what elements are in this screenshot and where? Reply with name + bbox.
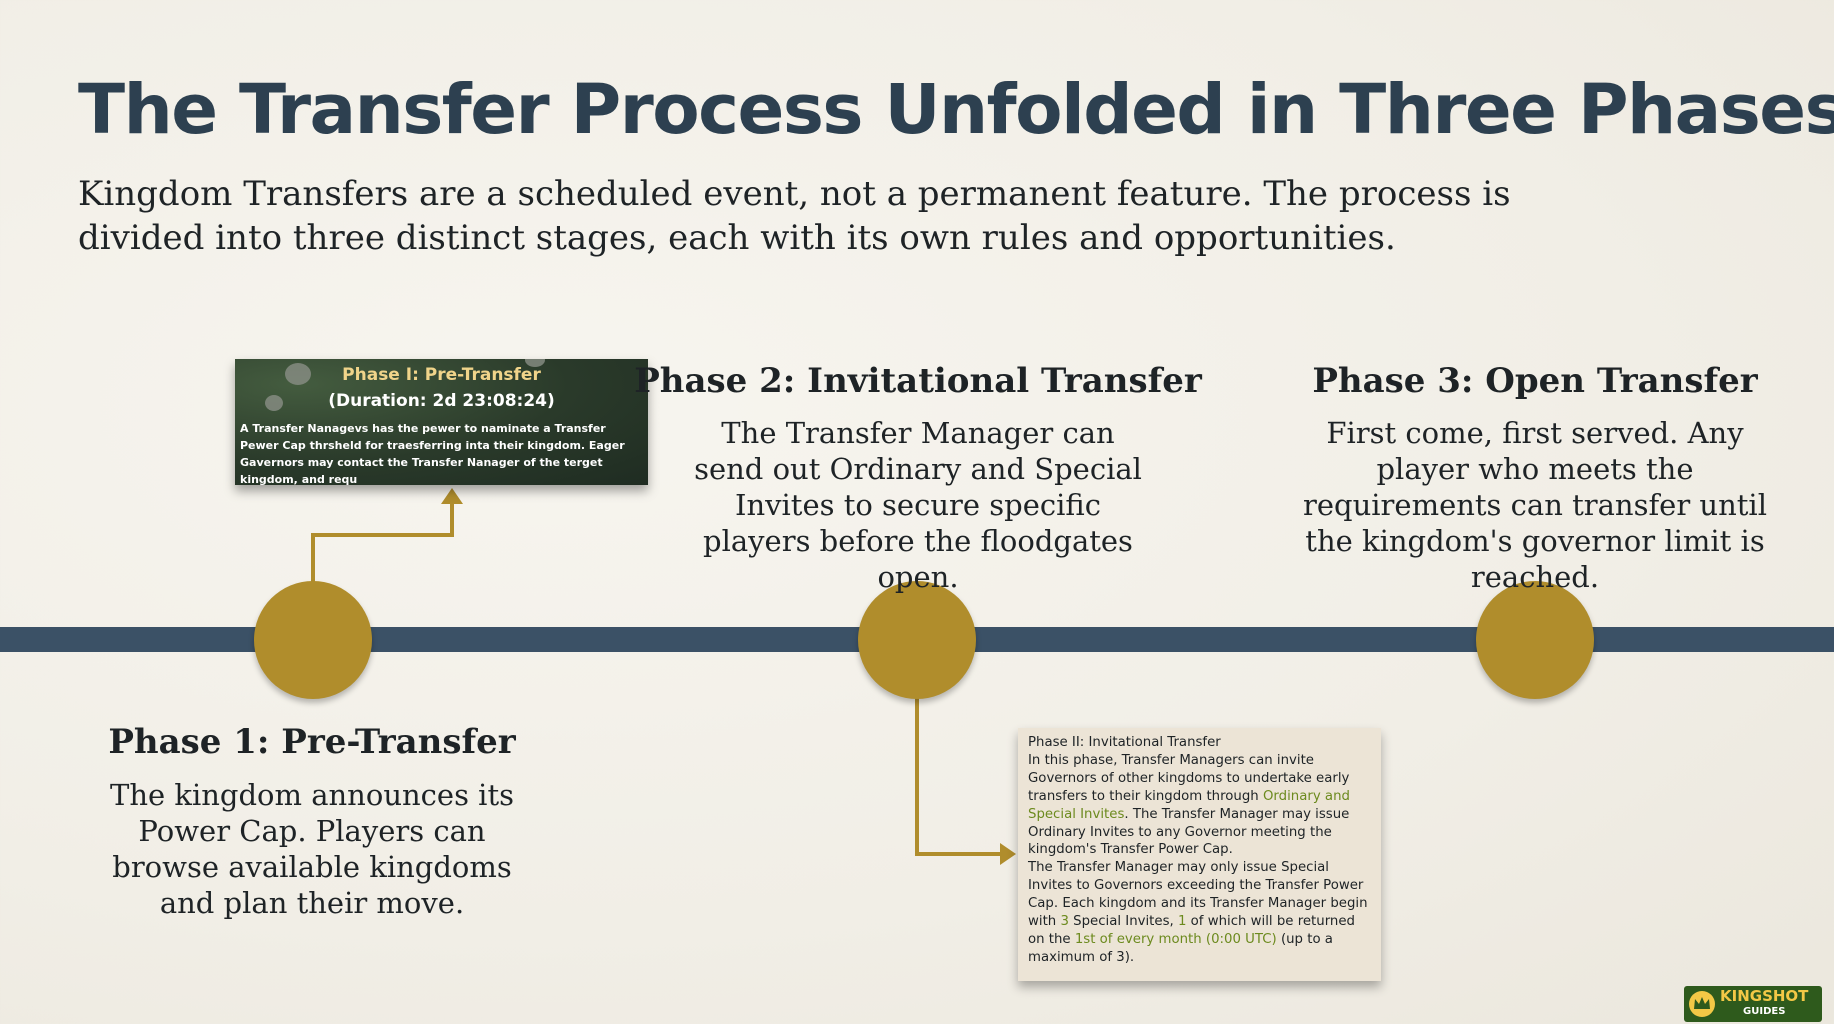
phase2-card-text: Phase II: Invitational Transfer In this … (1018, 728, 1381, 967)
phase2-card-highlight: 1st of every month (0:00 UTC) (1074, 931, 1277, 947)
phase2-card-highlight: Ordinary and Special Invites (1028, 788, 1350, 822)
page-subtitle: Kingdom Transfers are a scheduled event,… (78, 174, 1511, 258)
phase2-card-text-part: of which will be returned on the (1028, 914, 1355, 947)
logo-subtext: GUIDES (1743, 1006, 1786, 1017)
phase3-heading: Phase 3: Open Transfer (1312, 361, 1758, 401)
phase3-node (1476, 581, 1594, 699)
phase2-connector-arrow (915, 697, 1004, 856)
phase2-card-text-part: Special Invites, (1068, 914, 1178, 930)
phase3-description: First come, first served. Any player who… (1303, 416, 1767, 594)
phase2-description: The Transfer Manager can send out Ordina… (694, 416, 1142, 594)
phase2-card-highlight: 1 (1177, 914, 1187, 930)
panel-rock-decoration (285, 363, 311, 385)
phase1-node (254, 581, 372, 699)
phase2-card-heading: Phase II: Invitational Transfer (1028, 735, 1221, 750)
phase1-panel-duration: (Duration: 2d 23:08:24) (328, 391, 555, 411)
crown-icon (1689, 991, 1715, 1017)
phase2-card-text-part: The Transfer Manager may only issue Spec… (1028, 860, 1368, 930)
phase1-game-panel: Phase I: Pre-Transfer (Duration: 2d 23:0… (235, 359, 648, 485)
phase2-card-text-part: . The Transfer Manager may issue Ordinar… (1028, 806, 1350, 858)
kingshot-guides-logo: KINGSHOT GUIDES (1684, 986, 1822, 1022)
panel-rock-decoration (265, 395, 283, 411)
phase2-info-card: Phase II: Invitational Transfer In this … (1018, 728, 1381, 981)
panel-rock-decoration (525, 359, 545, 367)
phase1-arrowhead (441, 488, 463, 504)
phase2-node (858, 581, 976, 699)
phase2-heading: Phase 2: Invitational Transfer (634, 361, 1202, 401)
phase1-description: The kingdom announces its Power Cap. Pla… (109, 778, 514, 920)
phase1-connector-arrow (311, 498, 454, 583)
phase1-panel-title: Phase I: Pre-Transfer (342, 365, 541, 385)
phase1-panel-text: A Transfer Nanagevs has the pewer to nam… (240, 422, 625, 485)
logo-wordmark: KINGSHOT (1720, 987, 1809, 1005)
phase1-heading: Phase 1: Pre-Transfer (108, 722, 516, 762)
phase2-card-text-part: In this phase, Transfer Managers can inv… (1028, 752, 1350, 804)
phase2-arrowhead (1000, 843, 1016, 865)
page-title: The Transfer Process Unfolded in Three P… (78, 70, 1834, 150)
phase2-card-highlight: 3 (1060, 914, 1069, 930)
phase2-card-text-part: (up to a maximum of 3). (1028, 931, 1333, 965)
